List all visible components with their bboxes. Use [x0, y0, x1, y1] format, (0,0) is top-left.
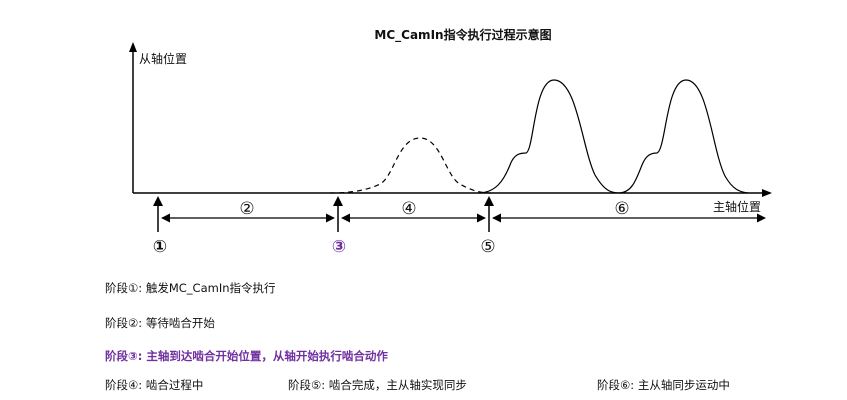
marker-label-3: ③	[332, 237, 346, 257]
marker-arrow-1	[153, 196, 163, 206]
x-axis-label: 主轴位置	[713, 199, 761, 214]
legend-stage-3: 阶段③: 主轴到达啮合开始位置，从轴开始执行啮合动作	[105, 349, 388, 363]
y-axis-label: 从轴位置	[139, 51, 187, 66]
legend-stage-1: 阶段①: 触发MC_CamIn指令执行	[105, 281, 276, 295]
y-axis-arrowhead	[129, 42, 137, 52]
marker-label-1: ①	[153, 237, 167, 257]
legend-stage-6: 阶段⑥: 主从轴同步运动中	[597, 378, 730, 392]
interval-label-4: ④	[401, 199, 416, 219]
legend-stage-4: 阶段④: 啮合过程中	[105, 378, 204, 392]
marker-label-5: ⑤	[480, 237, 495, 257]
cam-in-diagram: MC_CamIn指令执行过程示意图 从轴位置 主轴位置 ② ④ ⑥ ① ③ ⑤	[129, 27, 772, 257]
legend-stage-2: 阶段②: 等待啮合开始	[105, 316, 215, 330]
marker-arrow-3	[333, 196, 343, 206]
x-axis-arrowhead	[762, 189, 772, 197]
legend-stage-5: 阶段⑤: 啮合完成，主从轴实现同步	[288, 378, 467, 392]
cam-curve-solid	[477, 79, 749, 194]
interval-label-6: ⑥	[614, 199, 629, 219]
marker-arrow-5	[484, 196, 494, 206]
cam-curve-dashed	[329, 137, 492, 194]
diagram-title: MC_CamIn指令执行过程示意图	[374, 27, 551, 43]
interval-label-2: ②	[239, 199, 254, 219]
